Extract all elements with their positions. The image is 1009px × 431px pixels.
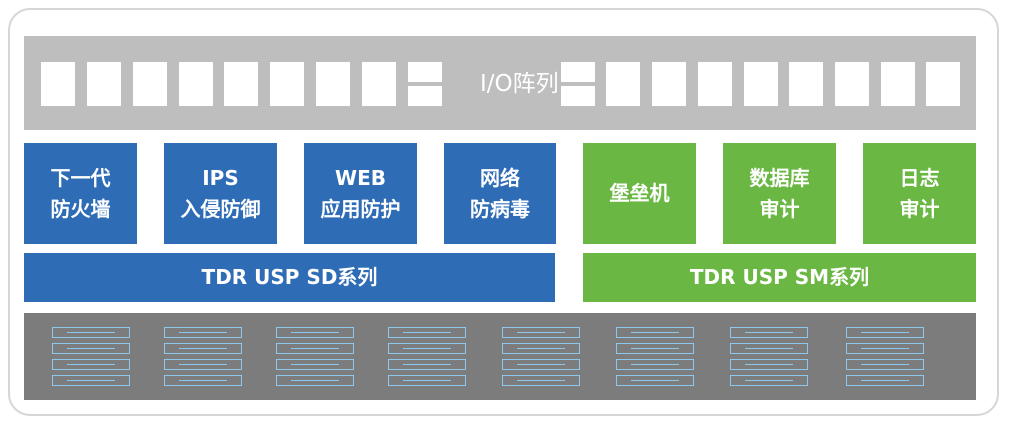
disk-drive-icon bbox=[616, 375, 694, 386]
disk-drive-icon bbox=[730, 375, 808, 386]
storage-band bbox=[24, 313, 976, 400]
io-port bbox=[224, 62, 258, 106]
function-db-audit: 数据库 审计 bbox=[723, 143, 836, 244]
disk-drive-icon bbox=[502, 327, 580, 338]
disk-drive-icon bbox=[164, 359, 242, 370]
function-log-audit: 日志 审计 bbox=[863, 143, 976, 244]
disk-drive-icon bbox=[616, 327, 694, 338]
function-ips: IPS 入侵防御 bbox=[164, 143, 277, 244]
function-ips-line2: 入侵防御 bbox=[180, 196, 261, 221]
io-port bbox=[789, 62, 823, 106]
function-bastion: 堡垒机 bbox=[583, 143, 696, 244]
disk-drive-icon bbox=[616, 343, 694, 354]
io-port bbox=[270, 62, 304, 106]
disk-drive-icon bbox=[846, 375, 924, 386]
series-sd-bar: TDR USP SD系列 bbox=[24, 253, 555, 302]
function-ngfw: 下一代 防火墙 bbox=[24, 143, 137, 244]
series-sm-bar: TDR USP SM系列 bbox=[583, 253, 976, 302]
disk-drive-icon bbox=[846, 359, 924, 370]
io-port bbox=[744, 62, 778, 106]
disk-drive-icon bbox=[52, 327, 130, 338]
io-port bbox=[652, 62, 686, 106]
io-array-band: I/O阵列 bbox=[24, 36, 976, 130]
disk-drive-icon bbox=[52, 375, 130, 386]
function-log-audit-line2: 审计 bbox=[899, 196, 940, 221]
io-port bbox=[926, 62, 960, 106]
function-ips-line1: IPS bbox=[202, 165, 239, 190]
function-waf-line1: WEB bbox=[335, 165, 386, 190]
disk-drive-icon bbox=[388, 359, 466, 370]
function-db-audit-line1: 数据库 bbox=[749, 165, 810, 190]
io-port-split bbox=[561, 62, 595, 106]
disk-drive-icon bbox=[276, 375, 354, 386]
disk-drive-icon bbox=[52, 359, 130, 370]
io-port bbox=[133, 62, 167, 106]
disk-drive-icon bbox=[388, 327, 466, 338]
io-port bbox=[87, 62, 121, 106]
io-port bbox=[179, 62, 213, 106]
io-port bbox=[881, 62, 915, 106]
io-port bbox=[362, 62, 396, 106]
function-antivirus-line2: 防病毒 bbox=[470, 196, 530, 221]
io-port bbox=[698, 62, 732, 106]
io-port-split bbox=[408, 62, 442, 106]
function-log-audit-line1: 日志 bbox=[899, 165, 940, 190]
function-ngfw-line2: 防火墙 bbox=[50, 196, 111, 221]
disk-drive-icon bbox=[276, 343, 354, 354]
function-waf: WEB 应用防护 bbox=[304, 143, 417, 244]
io-array-label: I/O阵列 bbox=[480, 71, 559, 97]
disk-drive-icon bbox=[730, 359, 808, 370]
io-port bbox=[835, 62, 869, 106]
disk-drive-icon bbox=[846, 327, 924, 338]
disk-drive-icon bbox=[730, 327, 808, 338]
disk-drive-icon bbox=[388, 343, 466, 354]
disk-drive-icon bbox=[276, 327, 354, 338]
function-ngfw-line1: 下一代 bbox=[50, 165, 111, 190]
disk-drive-icon bbox=[276, 359, 354, 370]
io-port bbox=[606, 62, 640, 106]
disk-drive-icon bbox=[846, 343, 924, 354]
disk-drive-icon bbox=[502, 343, 580, 354]
function-waf-line2: 应用防护 bbox=[320, 196, 401, 221]
disk-drive-icon bbox=[616, 359, 694, 370]
disk-drive-icon bbox=[164, 375, 242, 386]
disk-drive-icon bbox=[502, 359, 580, 370]
disk-drive-icon bbox=[502, 375, 580, 386]
io-port bbox=[41, 62, 75, 106]
disk-drive-icon bbox=[730, 343, 808, 354]
function-antivirus: 网络 防病毒 bbox=[444, 143, 556, 244]
disk-drive-icon bbox=[52, 343, 130, 354]
disk-drive-icon bbox=[164, 343, 242, 354]
disk-drive-icon bbox=[164, 327, 242, 338]
function-antivirus-line1: 网络 bbox=[480, 165, 520, 190]
disk-drive-icon bbox=[388, 375, 466, 386]
function-db-audit-line2: 审计 bbox=[759, 196, 800, 221]
function-bastion-line1: 堡垒机 bbox=[609, 181, 670, 205]
io-port bbox=[316, 62, 350, 106]
